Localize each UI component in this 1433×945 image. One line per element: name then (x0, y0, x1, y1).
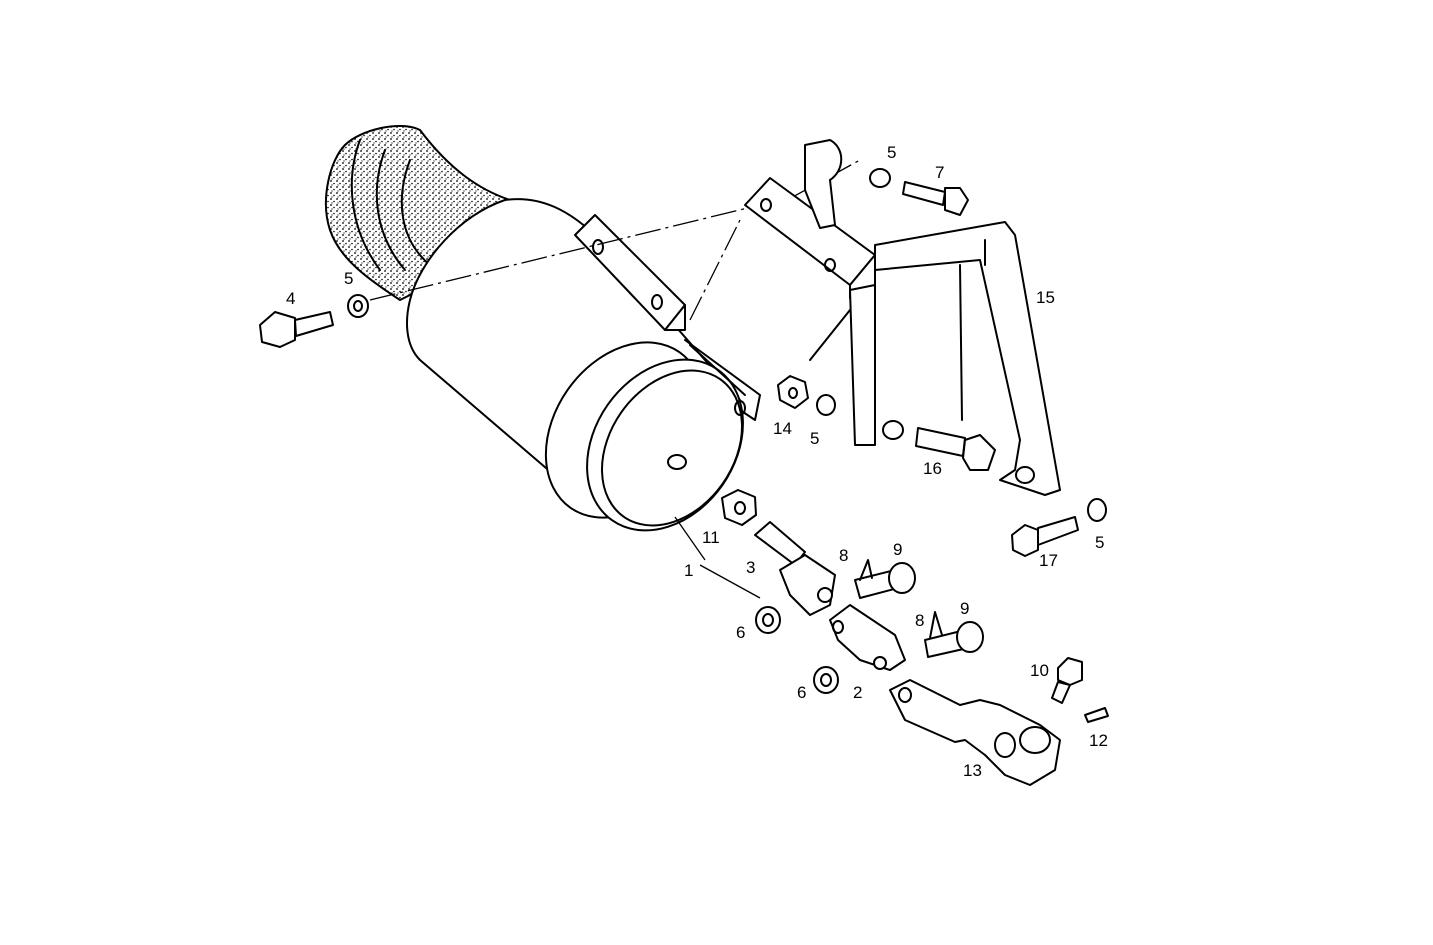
callout-5: 5 (810, 429, 819, 448)
key-12 (1084, 707, 1109, 723)
nut-11 (721, 489, 757, 526)
washer-5d (1087, 498, 1107, 522)
callout-5: 5 (344, 269, 353, 288)
callout-10: 10 (1030, 661, 1049, 680)
callout-6: 6 (797, 683, 806, 702)
bolt-16 (915, 427, 996, 471)
callout-14: 14 (773, 419, 792, 438)
nut-14 (777, 375, 809, 409)
callout-6: 6 (736, 623, 745, 642)
cotter-pin-8b (929, 611, 943, 639)
washer-5b (869, 168, 891, 188)
callout-5: 5 (1095, 533, 1104, 552)
bolt-10 (1051, 657, 1083, 704)
callout-9: 9 (893, 540, 902, 559)
callout-5: 5 (887, 143, 896, 162)
callout-1: 1 (684, 561, 693, 580)
washer-5a (347, 294, 369, 318)
bellows-boot (324, 124, 511, 301)
bolt-7 (902, 181, 969, 216)
washer-5c (816, 394, 836, 416)
callout-3: 3 (746, 558, 755, 577)
pin-9b (924, 621, 984, 658)
callout-16: 16 (923, 459, 942, 478)
washer-6a (755, 606, 781, 634)
callout-15: 15 (1036, 288, 1055, 307)
callout-8: 8 (839, 546, 848, 565)
bolt-4 (259, 311, 334, 348)
callout-11: 11 (702, 528, 720, 547)
callout-7: 7 (935, 163, 944, 182)
callout-17: 17 (1039, 551, 1058, 570)
callout-2: 2 (853, 683, 862, 702)
clevis-3 (754, 521, 836, 616)
bracket (744, 139, 1061, 496)
callout-9: 9 (960, 599, 969, 618)
bolt-17 (1011, 516, 1079, 557)
callout-12: 12 (1089, 731, 1108, 750)
callout-4: 4 (286, 289, 295, 308)
callout-13: 13 (963, 761, 982, 780)
lever-13 (889, 679, 1061, 786)
callout-8: 8 (915, 611, 924, 630)
cotter-pin-8a (859, 559, 873, 581)
pin-9a (854, 562, 916, 599)
clevis-2 (829, 604, 906, 671)
washer-6b (813, 666, 839, 694)
